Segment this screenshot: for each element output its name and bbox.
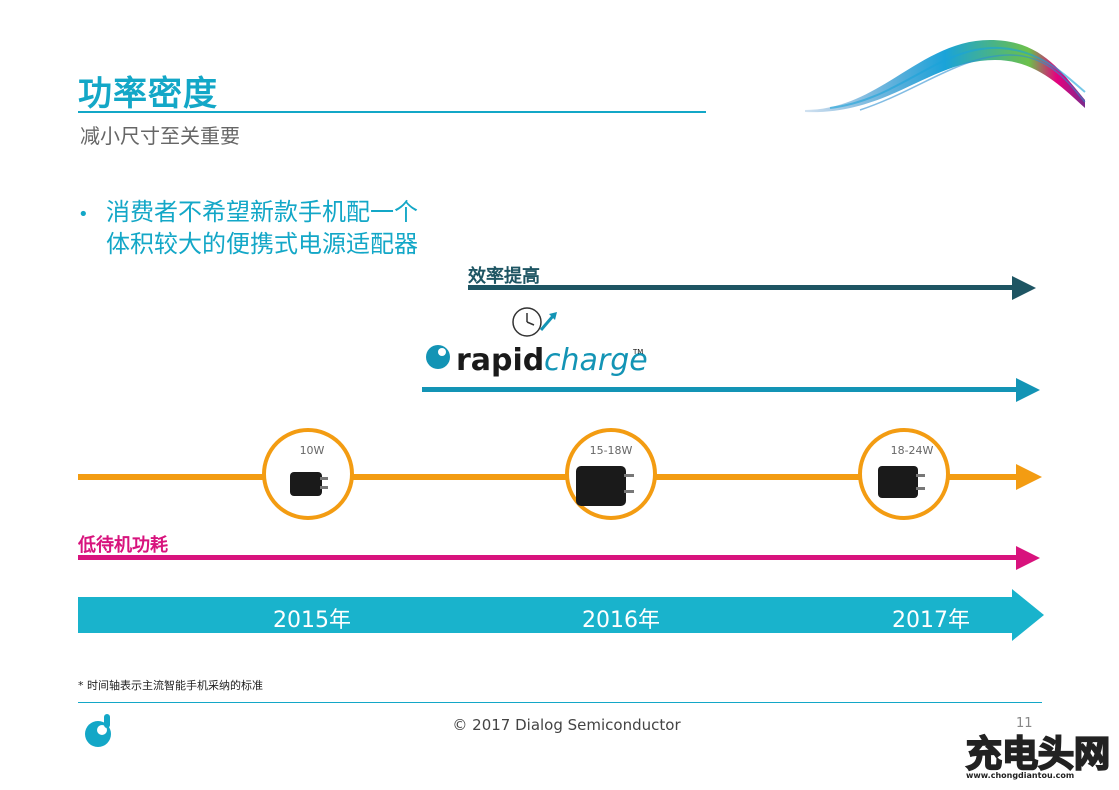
trademark-mark: TM — [632, 348, 643, 356]
charger-power-label: 15-18W — [590, 444, 633, 457]
rapidcharge-arrow — [422, 378, 1040, 402]
watermark-text: 充电头网 — [966, 734, 1110, 775]
standby-arrow — [78, 546, 1040, 570]
efficiency-arrow — [468, 276, 1036, 300]
clock-icon — [513, 308, 557, 336]
rapid-word: rapid — [456, 343, 544, 378]
year-label-2016: 2016年 — [582, 602, 660, 634]
timeline-graphic: 10W 15-18W 18-24W rapid charge TM — [0, 0, 1119, 700]
year-label-2017: 2017年 — [892, 602, 970, 634]
dialog-swirl-icon — [426, 345, 450, 369]
rapidcharge-logo: rapid charge TM — [426, 308, 648, 378]
charger-power-label: 10W — [300, 444, 325, 457]
standby-label: 低待机功耗 — [78, 531, 168, 557]
copyright-text: © 2017 Dialog Semiconductor — [0, 716, 1119, 734]
charger-power-label: 18-24W — [891, 444, 934, 457]
watermark-logo: 充电头网 www.chongdiantou.com — [962, 728, 1112, 782]
watermark-url: www.chongdiantou.com — [966, 771, 1074, 780]
year-label-2015: 2015年 — [273, 602, 351, 634]
footer-divider — [78, 702, 1042, 703]
footnote: * 时间轴表示主流智能手机采纳的标准 — [78, 677, 263, 693]
